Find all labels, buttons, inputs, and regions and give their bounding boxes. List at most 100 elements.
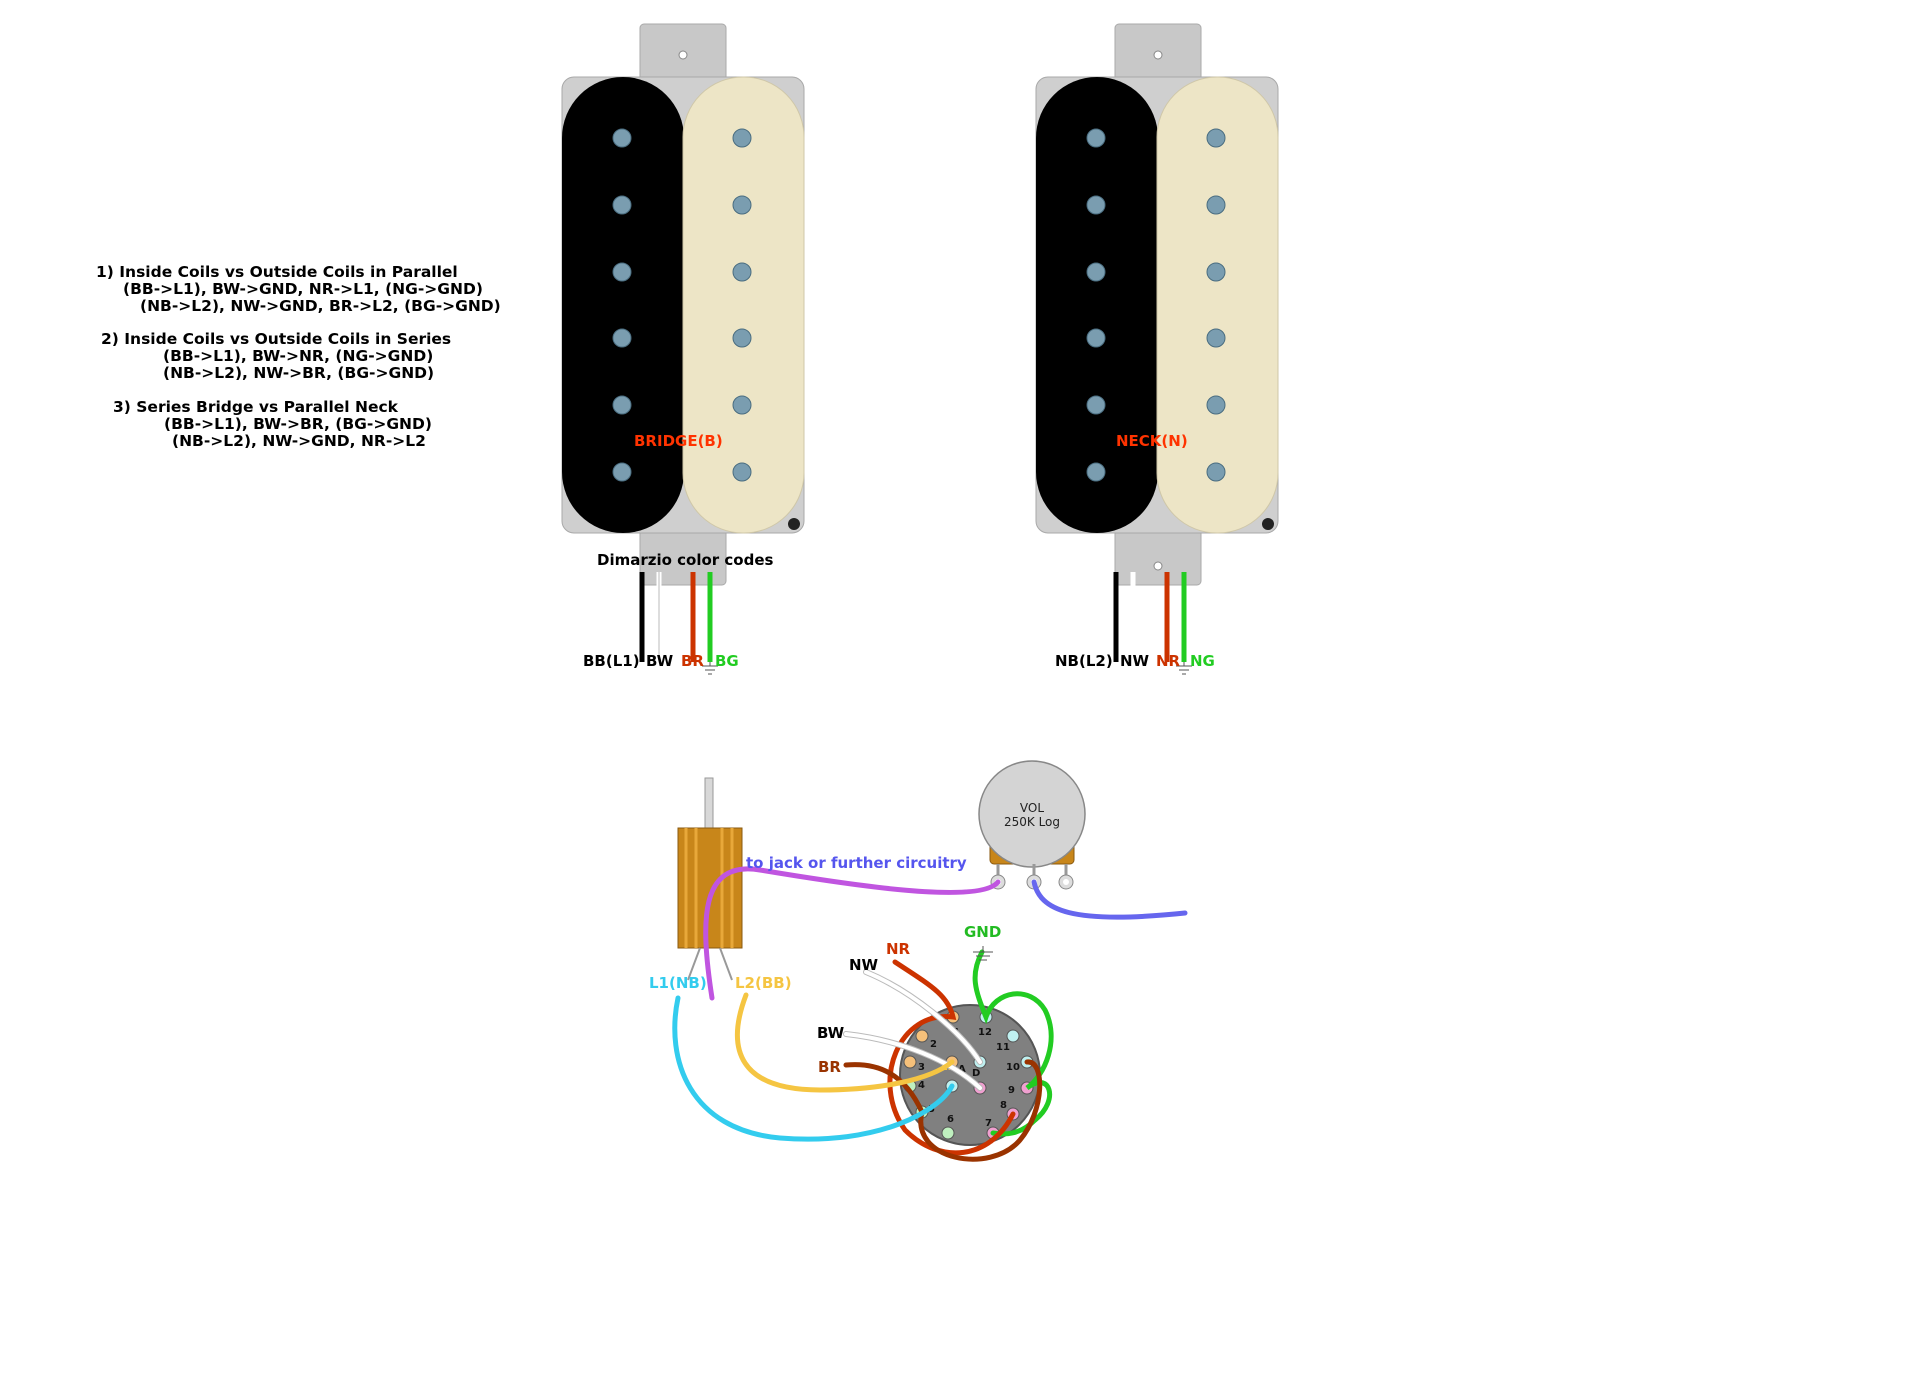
pot-lug-hole [1063,879,1069,885]
bridge-pole-pieces [612,128,752,482]
bridge-coil-black [562,77,684,533]
neck-white-wire-label: NW [1120,652,1150,670]
pole-piece [612,195,632,215]
pole-piece [612,328,632,348]
br-label: BR [818,1058,841,1076]
wires [672,866,1188,1162]
pole-piece [732,462,752,482]
wire-l2 [734,992,955,1093]
pot-knob [978,760,1086,868]
bridge-red-wire-label: BR [681,652,704,670]
pole-piece [1206,328,1226,348]
neck-coil-cream [1156,76,1279,534]
neck-label: NECK(N) [1116,432,1188,450]
neck-screw-hole-top [1153,50,1163,60]
neck-screw-hole-bottom [1153,561,1163,571]
pole-piece [1086,328,1106,348]
blade-switch [677,777,743,981]
nr-label: NR [886,940,911,958]
pole-piece [732,195,752,215]
option3-title: 3) Series Bridge vs Parallel Neck [113,398,398,416]
neck-black-wire-label: NB(L2) [1055,652,1113,670]
center-label-d: D [972,1068,980,1079]
wire-l1 [672,995,955,1142]
pole-piece [732,328,752,348]
neck-pole-pieces [1086,128,1226,482]
lug-number-8: 8 [1000,1100,1007,1111]
switch-lug [719,947,733,981]
center-label-a: A [958,1064,966,1075]
pole-piece [1086,462,1106,482]
bridge-label: BRIDGE(B) [634,432,723,450]
lug-number-4: 4 [918,1080,925,1091]
l1-label: L1(NB) [649,974,707,992]
pole-piece [732,128,752,148]
ground-symbol-icon [973,946,993,961]
ground-symbol-icon [1176,662,1192,675]
lug-number-7: 7 [985,1118,992,1129]
bridge-pickup: BRIDGE(B) BB(L1) BW BR BG [561,23,805,675]
bridge-baseplate-screw [788,518,800,530]
output-label: to jack or further circuitry [746,854,967,872]
lug-number-6: 6 [947,1114,954,1125]
option2-title: 2) Inside Coils vs Outside Coils in Seri… [101,330,452,348]
l2-label: L2(BB) [735,974,792,992]
option1-line2: (NB->L2), NW->GND, BR->L2, (BG->GND) [140,297,501,315]
lug-number-9: 9 [1008,1085,1015,1096]
pole-piece [1086,128,1106,148]
lug-2 [915,1029,929,1043]
pole-piece [1206,262,1226,282]
color-codes-caption: Dimarzio color codes [597,551,774,569]
pot-label-line1: VOL [1020,801,1044,815]
pole-piece [1206,462,1226,482]
gnd-label: GND [964,923,1001,941]
pole-piece [612,262,632,282]
pole-piece [612,395,632,415]
neck-coil-black [1036,77,1158,533]
pole-piece [612,128,632,148]
pole-piece [732,262,752,282]
wire-nw [864,970,982,1064]
lug-number-3: 3 [918,1062,925,1073]
bridge-white-wire-label: BW [646,652,674,670]
bridge-coil-cream [682,76,805,534]
option1-line1: (BB->L1), BW->GND, NR->L1, (NG->GND) [123,280,483,298]
pole-piece [1086,195,1106,215]
lug-number-12: 12 [978,1027,992,1038]
wire-bw [844,1032,982,1090]
lug-number-2: 2 [930,1039,937,1050]
pole-piece [612,462,632,482]
lug-6 [941,1126,955,1140]
neck-red-wire-label: NR [1156,652,1181,670]
option3-line2: (NB->L2), NW->GND, NR->L2 [172,432,426,450]
pole-piece [1206,195,1226,215]
neck-green-wire-label: NG [1190,652,1215,670]
lug-3 [903,1055,917,1069]
pole-piece [1086,262,1106,282]
pole-piece [1086,395,1106,415]
wire-gnd [972,949,1054,1137]
lug-11 [1006,1029,1020,1043]
neck-baseplate-screw [1262,518,1274,530]
neck-pickup: NECK(N) NB(L2) NW NR NG [1035,23,1279,675]
nw-label: NW [849,956,879,974]
wire-br [843,1059,1043,1162]
volume-pot: VOL 250K Log [978,760,1086,890]
pole-piece [732,395,752,415]
bw-label: BW [817,1024,845,1042]
pole-piece [1206,395,1226,415]
switch-lug [687,947,701,981]
neck-mount-tab-bottom [1114,524,1202,586]
option2-line2: (NB->L2), NW->BR, (BG->GND) [163,364,435,382]
pot-label-line2: 250K Log [1004,815,1060,829]
ground-symbol-icon [702,662,718,675]
wire-output [703,866,1001,1001]
bridge-black-wire-label: BB(L1) [583,652,640,670]
lug-number-10: 10 [1006,1062,1020,1073]
pole-piece [1206,128,1226,148]
bridge-screw-hole-top [678,50,688,60]
bridge-green-wire-label: BG [715,652,739,670]
option2-line1: (BB->L1), BW->NR, (NG->GND) [163,347,434,365]
option3-line1: (BB->L1), BW->BR, (BG->GND) [164,415,432,433]
